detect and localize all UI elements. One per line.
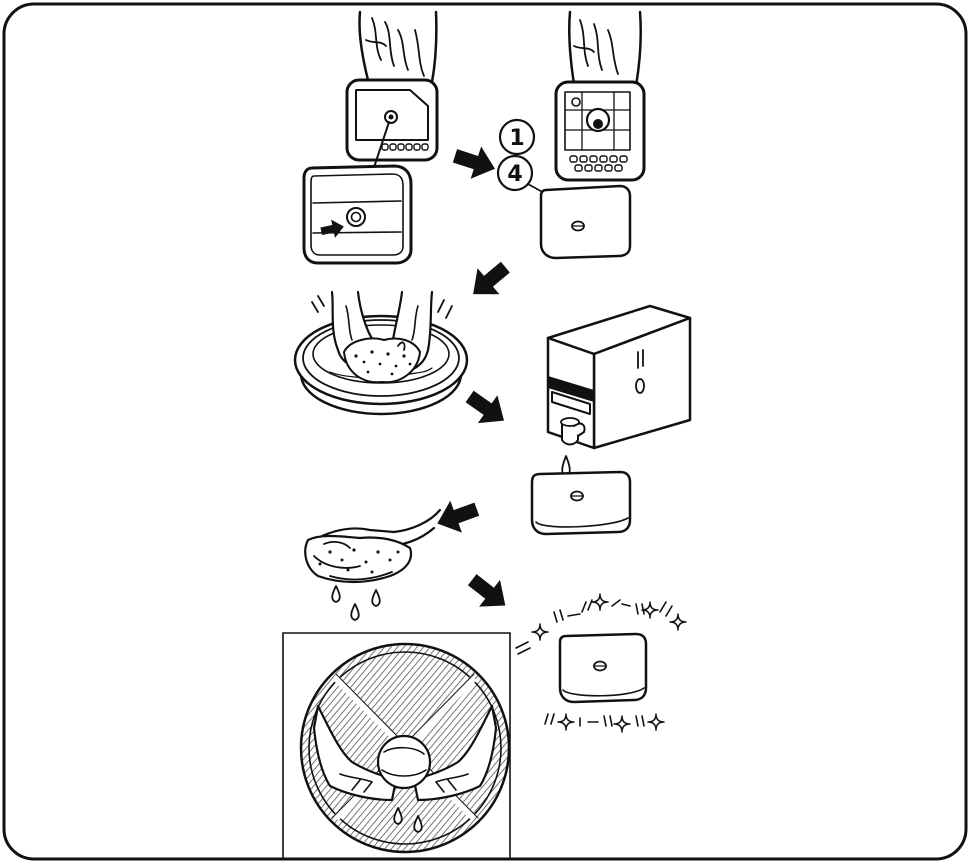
callout-1-label: 1 xyxy=(509,126,524,151)
filter-pad-removed xyxy=(541,186,630,258)
callout-4-label: 4 xyxy=(507,162,522,187)
hand-holding-filter-unit-right xyxy=(556,12,644,180)
hand-holding-filter-unit-left xyxy=(347,12,437,160)
filter-pad-clean xyxy=(560,634,646,702)
callout-1: 1 xyxy=(500,120,534,154)
filter-pad-rinsed xyxy=(532,472,630,534)
